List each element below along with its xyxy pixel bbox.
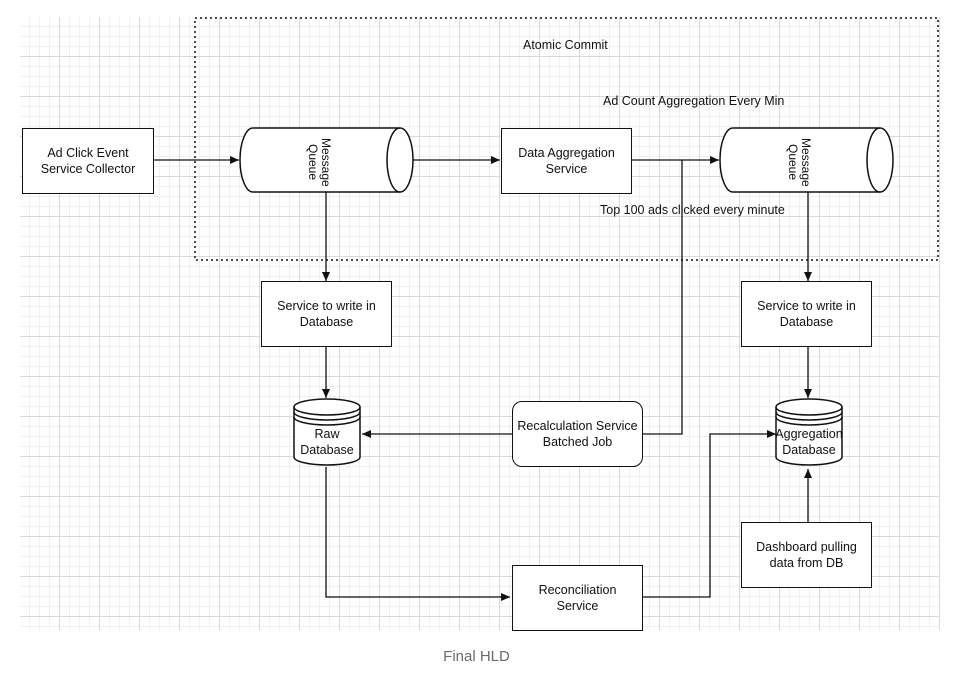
edge-reconciliation-to-aggregation-db bbox=[643, 430, 776, 598]
raw-database-label: Raw Database bbox=[300, 427, 354, 457]
aggregation-database-label: Aggregation Database bbox=[775, 427, 843, 457]
diagram-canvas: Ad Click Event Service Collector Data Ag… bbox=[20, 17, 940, 631]
ad-count-aggregation-label: Ad Count Aggregation Every Min bbox=[603, 94, 785, 108]
message-queue-1-shape bbox=[239, 127, 414, 193]
edge-raw-db-to-reconciliation bbox=[325, 467, 510, 601]
reconciliation-service-box: Reconciliation Service bbox=[512, 565, 643, 631]
top-100-ads-label: Top 100 ads clicked every minute bbox=[600, 203, 785, 217]
atomic-commit-boundary bbox=[194, 17, 939, 261]
raw-database-shape bbox=[293, 398, 361, 466]
dashboard-box: Dashboard pulling data from DB bbox=[741, 522, 872, 588]
recalculation-service-box: Recalculation Service Batched Job bbox=[512, 401, 643, 467]
diagram-connectors bbox=[154, 17, 939, 601]
aggregation-database-shape bbox=[775, 398, 843, 466]
message-queue-1-label: Message Queue bbox=[306, 137, 333, 187]
message-queue-2-shape bbox=[719, 127, 894, 193]
edge-aggregation-to-recalculation bbox=[643, 160, 683, 435]
write-db-service-box-1: Service to write in Database bbox=[261, 281, 392, 347]
write-db-service-box-2: Service to write in Database bbox=[741, 281, 872, 347]
data-aggregation-service-box: Data Aggregation Service bbox=[501, 128, 632, 194]
atomic-commit-label: Atomic Commit bbox=[523, 38, 608, 52]
figure-caption: Final HLD bbox=[443, 648, 510, 665]
ad-click-event-collector-box: Ad Click Event Service Collector bbox=[22, 128, 154, 194]
message-queue-2-label: Message Queue bbox=[786, 137, 813, 187]
